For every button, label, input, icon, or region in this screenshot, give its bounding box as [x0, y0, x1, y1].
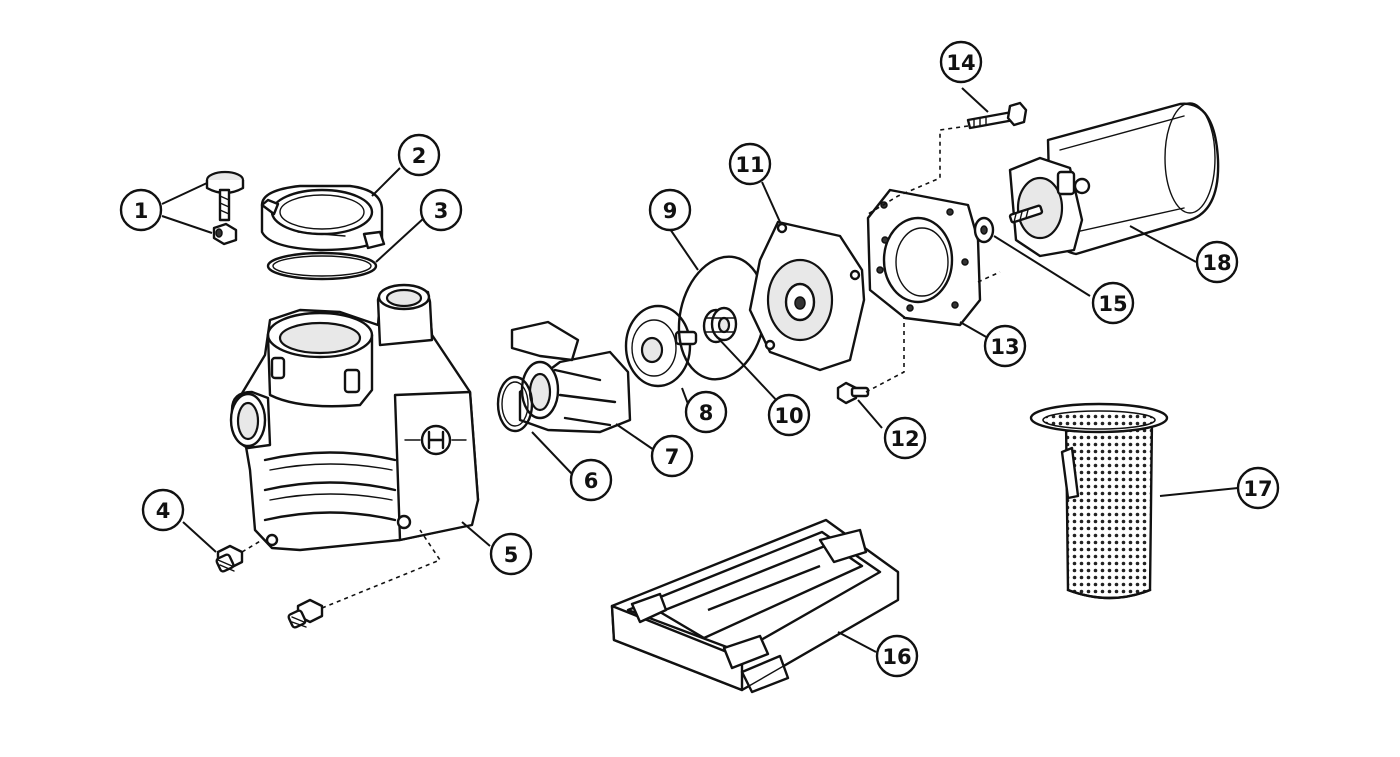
dash-bolt-14: [867, 125, 969, 215]
part-pump-housing: [229, 283, 480, 552]
callout-18: 18: [1195, 240, 1239, 284]
part-nut: [212, 222, 238, 246]
dash-bolt-12: [865, 316, 905, 393]
part-seal-plate: [748, 220, 866, 372]
callout-4: 4: [141, 488, 185, 532]
callout-label-13: 13: [990, 335, 1019, 359]
part-impeller: [624, 304, 698, 388]
callout-6: 6: [569, 458, 613, 502]
part-washer: [973, 216, 995, 244]
callout-1: 1: [119, 188, 163, 232]
callout-label-18: 18: [1202, 251, 1231, 275]
callout-8: 8: [684, 390, 728, 434]
part-lid-o-ring: [266, 251, 378, 281]
callout-14: 14: [939, 40, 983, 84]
part-pump-base: [610, 518, 900, 694]
callout-label-12: 12: [890, 427, 919, 451]
part-drain-plug: [215, 544, 244, 573]
callout-7: 7: [650, 434, 694, 478]
callout-15: 15: [1091, 281, 1135, 325]
callout-label-10: 10: [774, 404, 803, 428]
callout-12: 12: [883, 416, 927, 460]
part-diffuser: [510, 320, 632, 434]
part-bracket-bolt: [836, 381, 870, 405]
dash-bolt-13: [977, 271, 1001, 283]
leader-lines: [161, 87, 1239, 653]
callout-label-5: 5: [504, 543, 519, 567]
part-strainer-basket: [1029, 402, 1169, 600]
callout-label-16: 16: [882, 645, 911, 669]
callout-label-7: 7: [665, 445, 680, 469]
callout-16: 16: [875, 634, 919, 678]
callout-label-6: 6: [584, 469, 599, 493]
callout-label-4: 4: [156, 499, 171, 523]
part-motor-bolt: [966, 101, 1028, 130]
callout-17: 17: [1236, 466, 1280, 510]
part-lid-knob: [205, 170, 245, 222]
part-strainer-lid: [260, 184, 386, 252]
callout-label-11: 11: [735, 153, 764, 177]
callout-label-14: 14: [946, 51, 975, 75]
callout-5: 5: [489, 532, 533, 576]
part-diffuser-o-ring: [496, 375, 534, 433]
callout-3: 3: [419, 188, 463, 232]
callout-label-1: 1: [134, 199, 149, 223]
callout-10: 10: [767, 393, 811, 437]
dash-plug-1: [241, 539, 263, 553]
part-motor-bracket: [866, 188, 982, 327]
callout-label-9: 9: [663, 199, 678, 223]
callout-label-2: 2: [412, 144, 427, 168]
part-shaft-seal: [702, 306, 738, 344]
callout-13: 13: [983, 324, 1027, 368]
callout-9: 9: [648, 188, 692, 232]
callout-label-8: 8: [699, 401, 714, 425]
part-motor: [1008, 102, 1220, 258]
callout-label-15: 15: [1098, 292, 1127, 316]
dash-plug-2: [321, 529, 442, 609]
callout-label-3: 3: [434, 199, 449, 223]
callout-11: 11: [728, 142, 772, 186]
part-drain-plug-2: [287, 598, 324, 629]
callout-label-17: 17: [1243, 477, 1272, 501]
callout-2: 2: [397, 133, 441, 177]
